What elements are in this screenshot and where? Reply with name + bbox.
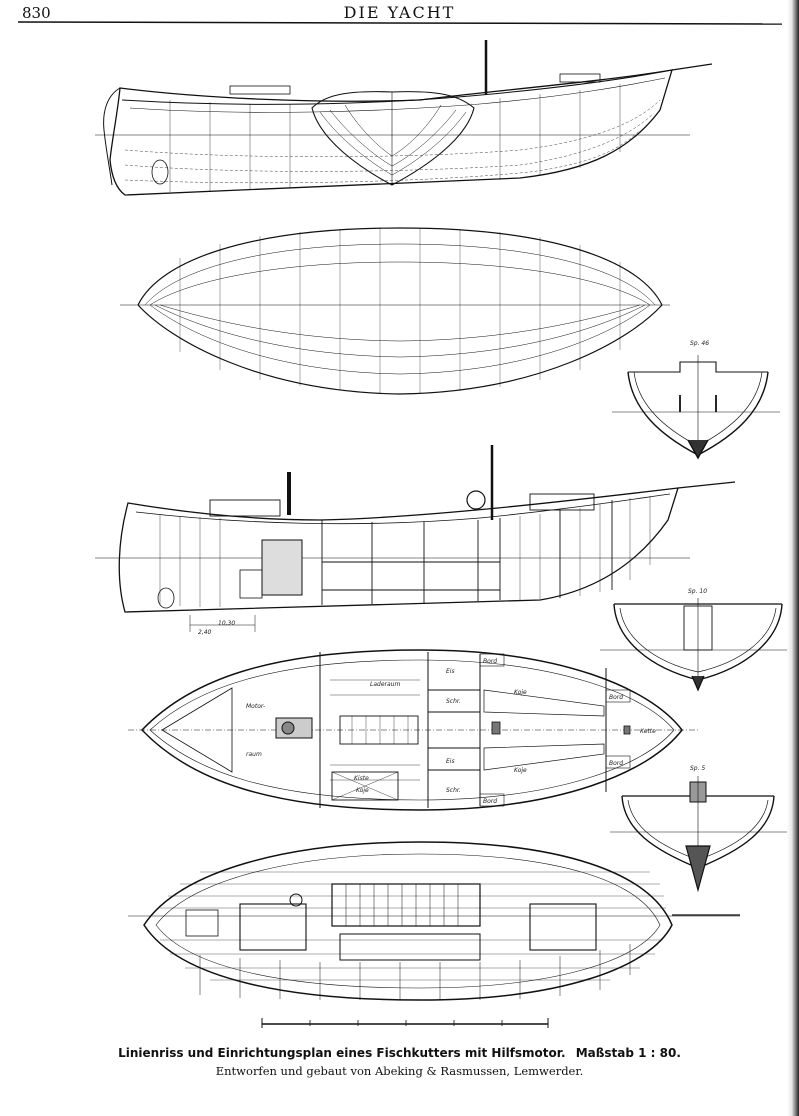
section-10	[600, 598, 790, 692]
board-label-3: Bord	[609, 694, 623, 701]
chest-label: Kiste	[354, 775, 369, 782]
page-number: 830	[22, 4, 51, 22]
page-edge-shadow	[787, 0, 799, 1116]
scale-bar	[261, 1018, 549, 1028]
half-breadth-plan	[120, 227, 670, 395]
dimension-a: 2,40	[198, 629, 212, 636]
caption-title: Linienriss und Einrichtungsplan eines Fi…	[118, 1046, 566, 1060]
bunk-top-label: Koje	[514, 689, 527, 696]
bunk-bottom-label: Koje	[514, 767, 527, 774]
section-5-label: Sp. 5	[690, 765, 705, 772]
motor-room-label-2: raum	[246, 751, 262, 758]
bunk-engine-label: Koje	[356, 787, 369, 794]
sheer-plan	[95, 40, 713, 196]
cargo-hold-label: Laderaum	[370, 681, 400, 688]
deck-plan	[128, 841, 740, 1001]
locker-bottom-label: Schr.	[446, 787, 461, 794]
caption-credit: Entworfen und gebaut von Abeking & Rasmu…	[215, 1064, 584, 1078]
inboard-profile	[95, 445, 736, 632]
chain-label: Kette	[640, 728, 656, 735]
motor-room-label-1: Motor-	[246, 703, 265, 710]
ice-bottom-label: Eis	[446, 758, 455, 765]
figure-caption: Linienriss und Einrichtungsplan eines Fi…	[0, 1046, 799, 1060]
board-label-2: Bord	[483, 798, 497, 805]
section-5	[610, 776, 790, 893]
locker-top-label: Schr.	[446, 698, 461, 705]
running-title: DIE YACHT	[343, 3, 456, 22]
section-46-label: Sp. 46	[690, 340, 709, 347]
accommodation-plan	[128, 649, 700, 811]
board-label-4: Bord	[609, 760, 623, 767]
section-10-label: Sp. 10	[688, 588, 707, 595]
caption-scale: Maßstab 1 : 80.	[575, 1046, 681, 1060]
section-46	[612, 355, 780, 460]
dimension-b: 10,30	[218, 620, 235, 627]
board-label-1: Bord	[483, 658, 497, 665]
ice-top-label: Eis	[446, 668, 455, 675]
